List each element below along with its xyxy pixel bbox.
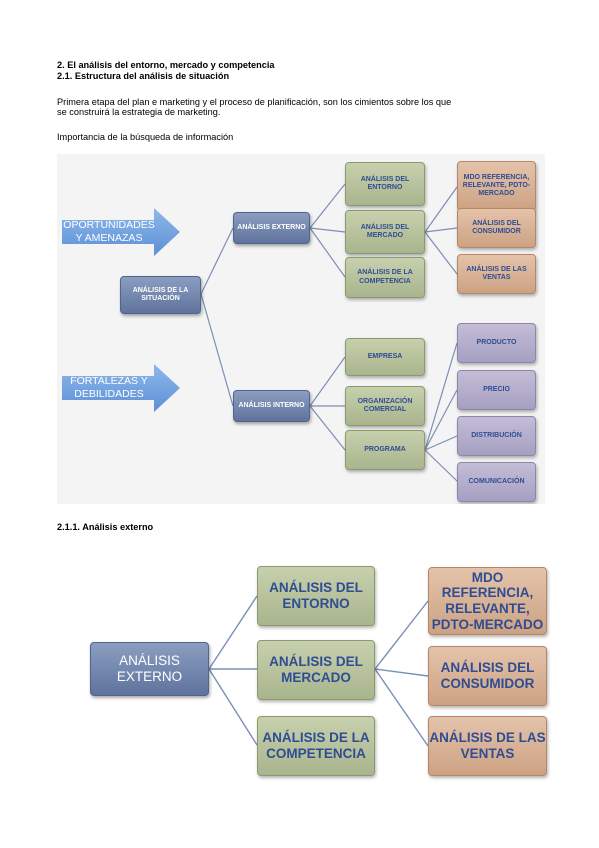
competition-analysis-node: ANÁLISIS DE LA COMPETENCIA (345, 257, 425, 298)
external-analysis-node: ANÁLISIS EXTERNO (90, 642, 209, 696)
external-analysis-node: ANÁLISIS EXTERNO (233, 212, 310, 244)
product-node: PRODUCTO (457, 323, 536, 363)
paragraph-line-1: Primera etapa del plan e marketing y el … (57, 97, 452, 107)
section-heading: 2. El análisis del entorno, mercado y co… (57, 60, 275, 70)
market-analysis-node: ANÁLISIS DEL MERCADO (257, 640, 375, 700)
environment-analysis-node: ANÁLISIS DEL ENTORNO (257, 566, 375, 626)
opportunities-threats-arrow: OPORTUNIDADES Y AMENAZAS (62, 208, 180, 256)
subsection-heading: 2.1. Estructura del análisis de situació… (57, 71, 230, 81)
arrow-label: OPORTUNIDADES Y AMENAZAS (63, 219, 155, 244)
competition-analysis-node: ANÁLISIS DE LA COMPETENCIA (257, 716, 375, 776)
arrow-shape-icon (62, 364, 180, 412)
reference-market-node: MDO REFERENCIA, RELEVANTE, PDTO- MERCADO (457, 161, 536, 211)
importance-line: Importancia de la búsqueda de informació… (57, 132, 234, 142)
section-heading-external: 2.1.1. Análisis externo (57, 522, 154, 532)
company-node: EMPRESA (345, 338, 425, 376)
market-analysis-node: ANÁLISIS DEL MERCADO (345, 210, 425, 254)
reference-market-node: MDO REFERENCIA, RELEVANTE, PDTO-MERCADO (428, 567, 547, 635)
sales-analysis-node: ANÁLISIS DE LAS VENTAS (428, 716, 547, 776)
distribution-node: DISTRIBUCIÓN (457, 416, 536, 456)
commercial-organization-node: ORGANIZACIÓN COMERCIAL (345, 386, 425, 426)
situation-analysis-diagram: OPORTUNIDADES Y AMENAZAS FORTALEZAS Y DE… (57, 154, 545, 504)
environment-analysis-node: ANÁLISIS DEL ENTORNO (345, 162, 425, 206)
situation-analysis-node: ANÁLISIS DE LA SITUACIÓN (120, 276, 201, 314)
communication-node: COMUNICACIÓN (457, 462, 536, 502)
price-node: PRECIO (457, 370, 536, 410)
consumer-analysis-node: ANÁLISIS DEL CONSUMIDOR (428, 646, 547, 706)
consumer-analysis-node: ANÁLISIS DEL CONSUMIDOR (457, 208, 536, 248)
sales-analysis-node: ANÁLISIS DE LAS VENTAS (457, 254, 536, 294)
arrow-shape-icon (62, 208, 180, 256)
strengths-weaknesses-arrow: FORTALEZAS Y DEBILIDADES (62, 364, 180, 412)
arrow-label: FORTALEZAS Y DEBILIDADES (70, 375, 148, 400)
paragraph-line-2: se construirá la estrategia de marketing… (57, 107, 221, 117)
program-node: PROGRAMA (345, 430, 425, 470)
internal-analysis-node: ANÁLISIS INTERNO (233, 390, 310, 422)
